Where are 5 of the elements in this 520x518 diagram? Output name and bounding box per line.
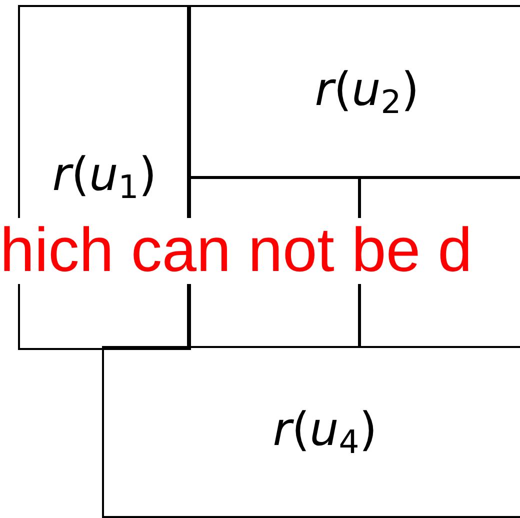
region-label: r(u$_{2}$): [314, 66, 420, 118]
region-label: r(u$_{1}$): [52, 151, 157, 204]
region-label: r(u$_{4}$): [272, 406, 378, 458]
region-box: [102, 346, 520, 518]
region-box: [187, 5, 520, 179]
